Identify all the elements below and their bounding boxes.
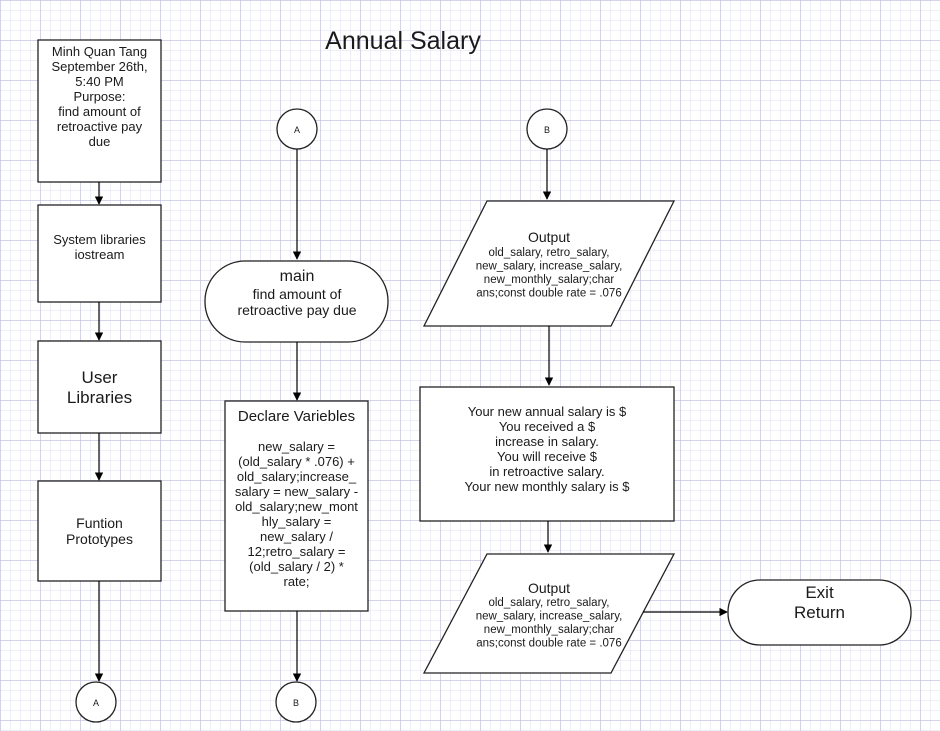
- text-line: old_salary, retro_salary,: [488, 597, 609, 609]
- text-line: Purpose:: [73, 89, 125, 104]
- text-line: User: [82, 368, 118, 387]
- text-line: increase in salary.: [495, 434, 599, 449]
- text-line: Return: [794, 603, 845, 622]
- text-line: salary = new_salary -: [235, 484, 358, 499]
- text-line: ans;const double rate = .076: [476, 288, 621, 300]
- text-line: new_salary, increase_salary,: [476, 261, 623, 273]
- connector-a-top: A: [276, 108, 318, 150]
- declare-variables-text: new_salary =(old_salary * .076) +old_sal…: [235, 439, 358, 589]
- text-line: new_monthly_salary;char: [484, 274, 615, 286]
- text-line: Libraries: [67, 388, 132, 407]
- connector-b-bottom-label: B: [293, 698, 299, 708]
- text-line: retroactive pay due: [237, 302, 356, 318]
- text-line: old_salary;new_mont: [235, 499, 358, 514]
- text-line: new_salary =: [258, 439, 335, 454]
- text-line: rate;: [283, 574, 309, 589]
- connector-b-bottom: B: [275, 681, 317, 723]
- text-line: iostream: [75, 247, 125, 262]
- text-line: old_salary;increase_: [237, 469, 357, 484]
- text-line: September 26th,: [51, 59, 147, 74]
- text-line: Prototypes: [66, 531, 133, 547]
- text-line: System libraries: [53, 232, 146, 247]
- text-line: find amount of: [58, 104, 141, 119]
- text-line: (old_salary / 2) *: [249, 559, 344, 574]
- connector-b-top: B: [526, 108, 568, 150]
- process-messages-box: Your new annual salary is $You received …: [419, 386, 675, 522]
- text-line: You received a $: [499, 419, 596, 434]
- text-line: new_monthly_salary;char: [484, 624, 615, 636]
- output-1-text: old_salary, retro_salary, new_salary, inc…: [476, 247, 623, 300]
- text-line: Your new annual salary is $: [468, 404, 627, 419]
- text-line: 5:40 PM: [75, 74, 123, 89]
- output-2-title: Output: [528, 580, 570, 596]
- output-1-title: Output: [528, 229, 570, 245]
- text-line: retroactive pay: [57, 119, 143, 134]
- text-line: Funtion: [76, 515, 123, 531]
- text-line: Minh Quan Tang: [52, 44, 147, 59]
- text-line: (old_salary * .076) +: [238, 454, 355, 469]
- output-2-text: old_salary, retro_salary, new_salary, inc…: [476, 597, 623, 650]
- text-line: new_salary, increase_salary,: [476, 611, 623, 623]
- connector-a-bottom: A: [75, 681, 117, 723]
- declare-variables-heading: Declare Variebles: [238, 408, 355, 425]
- text-line: in retroactive salary.: [489, 464, 604, 479]
- main-terminal-title: main: [280, 268, 315, 285]
- connector-a-top-label: A: [294, 125, 300, 135]
- declare-variables-box: Declare Variebles new_salary =(old_salar…: [224, 400, 369, 612]
- text-line: 12;retro_salary =: [248, 544, 346, 559]
- output-2-parallelogram: Output old_salary, retro_salary, new_sala…: [422, 553, 676, 674]
- text-line: Exit: [805, 583, 834, 602]
- text-line: Your new monthly salary is $: [465, 479, 631, 494]
- text-line: You will receive $: [497, 449, 598, 464]
- text-line: new_salary /: [260, 529, 333, 544]
- process-messages-text: Your new annual salary is $You received …: [465, 404, 631, 494]
- connector-a-bottom-label: A: [93, 698, 99, 708]
- connector-b-top-label: B: [544, 125, 550, 135]
- text-line: find amount of: [253, 286, 342, 302]
- text-line: hly_salary =: [262, 514, 332, 529]
- output-1-parallelogram: Output old_salary, retro_salary, new_sala…: [422, 200, 676, 327]
- text-line: old_salary, retro_salary,: [488, 247, 609, 259]
- diagram-title: Annual Salary: [325, 27, 481, 55]
- text-line: due: [89, 134, 111, 149]
- text-line: ans;const double rate = .076: [476, 638, 621, 650]
